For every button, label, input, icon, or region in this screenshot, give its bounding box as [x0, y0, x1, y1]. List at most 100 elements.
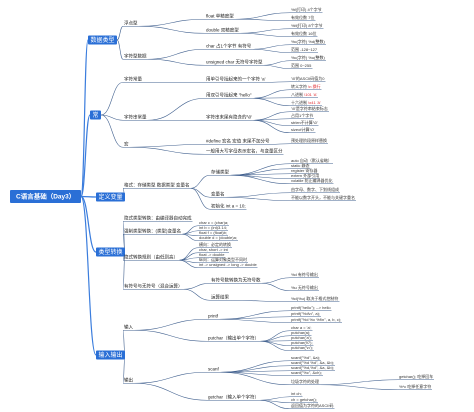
child-connector	[239, 28, 291, 34]
child-connector	[133, 329, 208, 342]
leaf-item: volatile 防止编译器优化	[290, 178, 334, 184]
child-connector	[138, 25, 206, 34]
node-storage-class: 存储类型	[210, 169, 231, 176]
node-string-terminator: 字符串末尾有隐含的'\0'	[205, 114, 253, 121]
node-float-single: float 单精度型	[205, 13, 235, 20]
main-branch-connector	[80, 39, 89, 198]
leaf-item: getchar(); 吃掉回车	[398, 374, 435, 380]
leaf-item: printf("hello"); --> hello	[290, 305, 332, 311]
child-connector	[229, 168, 291, 176]
central-topic: C语言基础（Day3）	[10, 190, 82, 203]
child-connector	[229, 163, 291, 176]
node-garbage-chars: 垃圾字符的处理	[290, 379, 320, 385]
child-connector	[266, 81, 291, 83]
child-connector	[229, 174, 291, 185]
leaf-item: 占用1个字节	[290, 113, 315, 119]
escape-name: 转义字符	[291, 84, 307, 89]
leaf-item: printf("%d\n", a);	[290, 311, 322, 317]
child-connector	[219, 371, 291, 377]
node-float-type: 浮点型	[123, 20, 139, 27]
escape-value: \x41 'A'	[308, 100, 321, 105]
child-connector	[138, 18, 206, 27]
escape-item: 转义字符 \n 换行	[290, 85, 322, 90]
child-connector	[190, 174, 211, 189]
leaf-item: 有效位数 16位	[290, 31, 318, 37]
node-char-type: 字符型数据	[123, 53, 148, 60]
escape-item: 十六进制 \x41 'A'	[290, 101, 322, 106]
node-macro-define: #define 宏名 宏值 末尾不加分号	[205, 138, 271, 145]
leaf-item: double d = (double)a;	[198, 235, 238, 241]
node-char-unsigned: unsigned char 无符号字符型	[205, 59, 264, 66]
child-connector	[147, 97, 206, 121]
leaf-item: 预处理阶段原样替换	[290, 138, 328, 144]
child-connector	[100, 114, 124, 148]
leaf-item: ch = getchar();	[290, 397, 318, 403]
child-connector	[219, 360, 291, 373]
node-float-double: double 双精度型	[205, 27, 240, 34]
child-connector	[270, 143, 291, 145]
child-connector	[259, 340, 291, 342]
leaf-item: %lf(打印) 8个字节	[290, 23, 324, 29]
child-connector	[259, 399, 291, 404]
leaf-item: putchar('\n');	[290, 345, 314, 351]
child-connector	[181, 233, 199, 237]
node-output: 输出	[123, 377, 135, 384]
leaf-item: char c = (char)a;	[198, 220, 230, 226]
node-variable-init: 初始化 int a = 10;	[210, 203, 247, 210]
leaf-item: %c(字符) %d(整数)	[290, 39, 326, 45]
branch-input-output: 输入输出	[96, 350, 126, 360]
leaf-item: scanf("%d %d", &a, &b);	[290, 360, 336, 366]
child-connector	[259, 330, 291, 342]
leaf-item: 返回值为字符的ASCII码	[290, 403, 335, 409]
child-connector	[178, 259, 199, 264]
child-connector	[147, 58, 206, 66]
child-connector	[252, 89, 291, 99]
child-connector	[252, 119, 291, 127]
child-connector	[229, 299, 291, 303]
child-connector	[181, 225, 199, 235]
main-branch-connector	[80, 195, 97, 356]
child-connector	[229, 173, 291, 176]
child-connector	[239, 32, 291, 38]
leaf-item: float f = (float)b;	[198, 230, 228, 236]
node-macro-naming: 一般用大写字母表示宏名，与变量区分	[205, 148, 284, 155]
leaf-item: 不能以数字开头，不能与关键字重名	[290, 195, 356, 201]
child-connector	[147, 48, 206, 60]
node-scanf: scanf	[207, 366, 220, 373]
child-connector	[100, 81, 124, 116]
child-connector	[259, 399, 291, 410]
leaf-item: char a = 'a';	[290, 325, 313, 331]
child-connector	[219, 365, 291, 373]
leaf-item: putchar(97);	[290, 340, 314, 346]
leaf-item: 横向：必定的转换	[198, 242, 232, 248]
leaf-item: putchar('a');	[290, 335, 313, 341]
main-branch-connector	[80, 114, 91, 198]
child-connector	[252, 118, 291, 121]
child-connector	[219, 371, 291, 386]
child-connector	[252, 44, 291, 50]
child-connector	[225, 196, 291, 202]
child-connector	[252, 97, 291, 107]
child-connector	[183, 282, 211, 290]
leaf-item: %u 无符号输出	[290, 285, 319, 291]
child-connector	[234, 18, 291, 22]
child-connector	[252, 119, 291, 134]
node-signed-unsigned: 有符号与无符号（混合运算）	[123, 283, 184, 290]
node-char-constant: 字符常量	[123, 76, 144, 83]
child-connector	[229, 174, 291, 180]
child-connector	[259, 396, 291, 401]
leaf-item: 范围 -128~127	[290, 47, 319, 53]
node-printf: printf	[207, 313, 220, 320]
node-conversion-rules: 隐式转换规则（由低到高）	[123, 254, 180, 261]
escape-item: 八进制 \101 'A'	[290, 92, 319, 98]
branch-constants: 常	[90, 110, 102, 120]
leaf-item: %c(字符) %u(整数)	[290, 55, 326, 61]
node-macro: 宏	[123, 141, 130, 148]
branch-data-types: 数据类型	[88, 35, 118, 45]
node-putchar: putchar（输出单个字符）	[207, 335, 261, 342]
escape-name: 八进制	[291, 92, 303, 97]
leaf-item: 范围 0~255	[290, 63, 313, 69]
child-connector	[259, 335, 291, 342]
child-connector	[218, 318, 291, 324]
child-connector	[133, 371, 208, 384]
